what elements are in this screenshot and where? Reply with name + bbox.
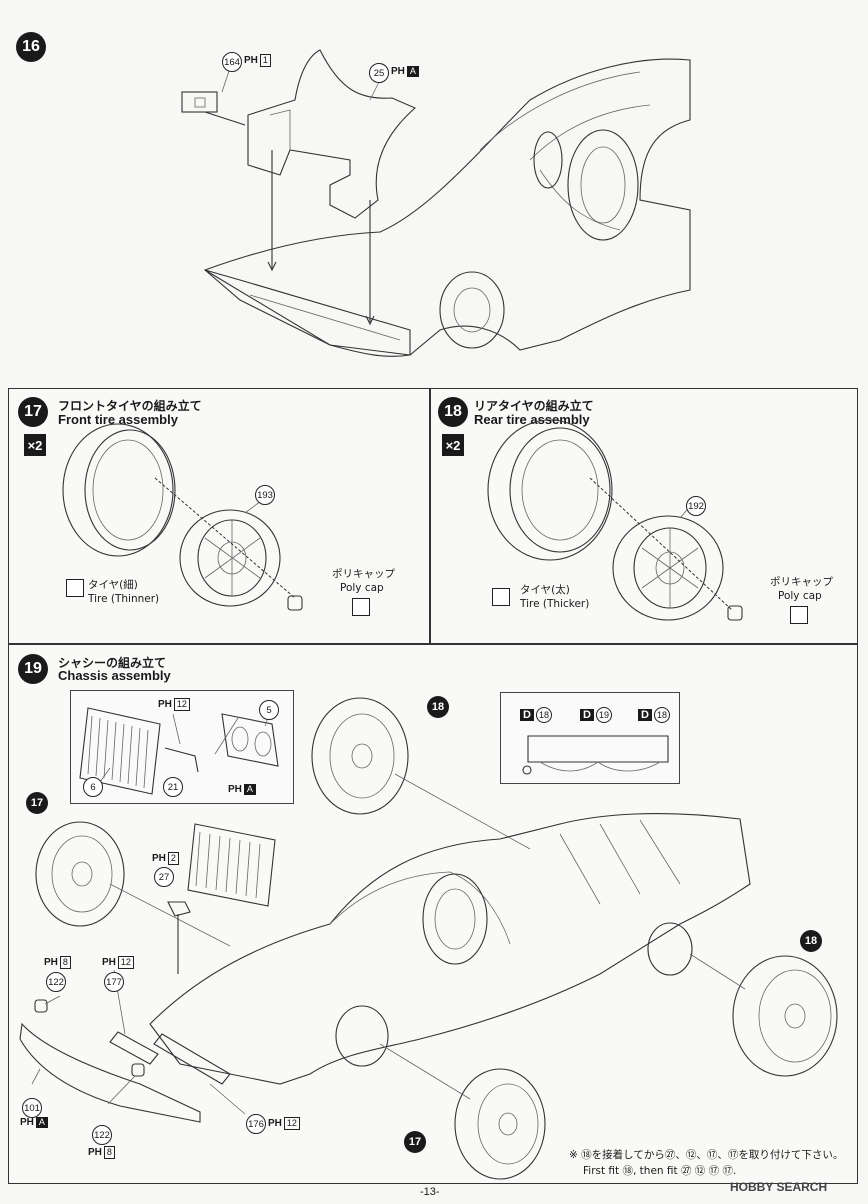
step-18-title-jp: リアタイヤの組み立て [474, 399, 594, 413]
step-17-title-jp: フロントタイヤの組み立て [58, 399, 202, 413]
cross-icon [790, 606, 808, 624]
cross-icon [492, 588, 510, 606]
part-5: 5 [259, 700, 279, 720]
part-193: 193 [255, 485, 275, 505]
tire-thick-label-jp: タイヤ(太) [520, 584, 570, 596]
step-19-number: 19 [18, 654, 48, 684]
rear-tire-drawing [487, 419, 743, 621]
step-16-drawing [181, 49, 691, 357]
cross-icon [66, 579, 84, 597]
tire-thin-label-en: Tire (Thinner) [88, 593, 160, 605]
polycap-label-en: Poly cap [778, 590, 822, 602]
step-17-number: 17 [18, 397, 48, 427]
part-122-bottom: 122 [92, 1125, 112, 1145]
step-18-number: 18 [438, 397, 468, 427]
page-number: -13- [420, 1186, 440, 1198]
tire-thin-label-jp: タイヤ(細) [88, 579, 138, 591]
part-25: 25 [369, 63, 389, 83]
callout-18-right: 18 [800, 930, 822, 952]
sprue-letter: A [406, 66, 419, 77]
sprue-d-frame [500, 692, 680, 784]
step-19-title-en: Chassis assembly [58, 668, 171, 683]
part-27: 27 [154, 867, 174, 887]
part-192: 192 [686, 496, 706, 516]
assembly-note-en: First fit ⑱, then fit ㉗ ⑫ ⑰ ⑰. [583, 1165, 737, 1177]
chassis-drawing [19, 697, 838, 1180]
watermark: HOBBY SEARCH [730, 1180, 828, 1194]
tire-thick-label-en: Tire (Thicker) [520, 598, 590, 610]
part-122-top: 122 [46, 972, 66, 992]
step-17-title-en: Front tire assembly [58, 412, 178, 427]
assembly-note-jp: ※ ⑱を接着してから㉗、⑫、⑰、⑰を取り付けて下さい。 [569, 1149, 844, 1161]
part-177: 177 [104, 972, 124, 992]
part-6: 6 [83, 777, 103, 797]
callout-18-top: 18 [427, 696, 449, 718]
part-21: 21 [163, 777, 183, 797]
polycap-label-jp: ポリキャップ [332, 568, 395, 580]
step-19-title-jp: シャシーの組み立て [58, 656, 167, 670]
callout-17-left: 17 [26, 792, 48, 814]
polycap-label-jp: ポリキャップ [770, 576, 833, 588]
quantity-badge: ×2 [24, 434, 46, 456]
quantity-badge: ×2 [442, 434, 464, 456]
sprue-number: 1 [259, 54, 271, 67]
step-18-title-en: Rear tire assembly [474, 412, 590, 427]
part-101: 101 [22, 1098, 42, 1118]
front-tire-drawing [62, 423, 303, 611]
step-16-number: 16 [16, 32, 46, 62]
part-176: 176 [246, 1114, 266, 1134]
polycap-label-en: Poly cap [340, 582, 384, 594]
cross-icon [352, 598, 370, 616]
part-164: 164 [222, 52, 242, 72]
callout-17-bottom: 17 [404, 1131, 426, 1153]
